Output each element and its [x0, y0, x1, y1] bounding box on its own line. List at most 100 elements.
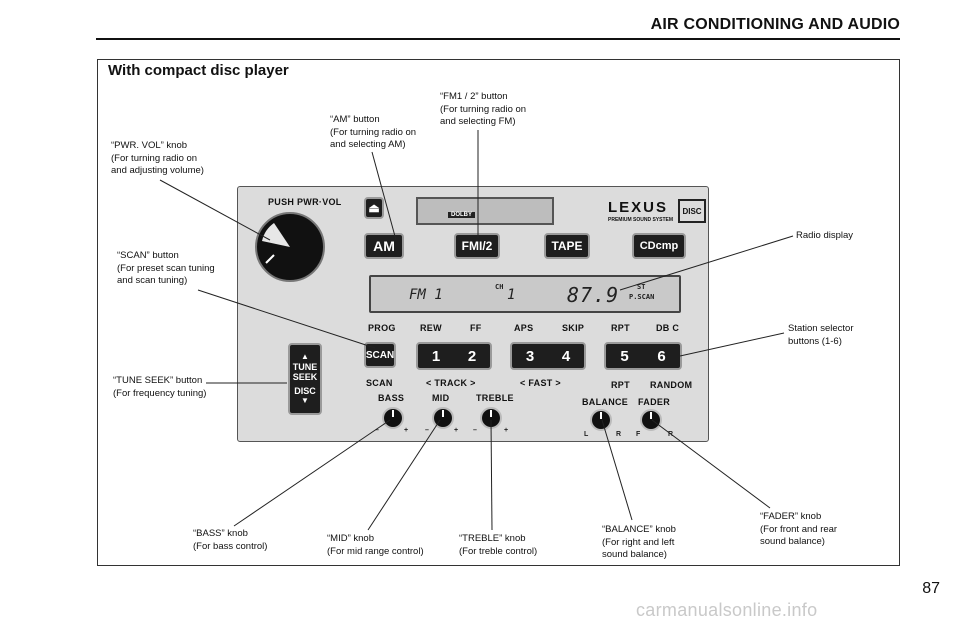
- push-pwr-vol-label: PUSH PWR·VOL: [268, 197, 342, 207]
- scan-button[interactable]: SCAN: [364, 342, 396, 368]
- treble-knob[interactable]: [480, 407, 502, 429]
- display-frequency: 87.9: [567, 283, 620, 307]
- callout-line: “SCAN” button: [117, 250, 179, 261]
- cd-button[interactable]: CDcmp: [632, 233, 686, 259]
- balance-r-mark: R: [616, 431, 622, 438]
- label-prog: PROG: [368, 323, 396, 333]
- callout-line: “MID” knob: [327, 533, 374, 544]
- mid-knob[interactable]: [432, 407, 454, 429]
- eject-button[interactable]: ⏏: [364, 197, 384, 219]
- callout-scan: “SCAN” button (For preset scan tuning an…: [117, 250, 215, 288]
- brand-subtitle: PREMIUM SOUND SYSTEM: [608, 217, 674, 223]
- radio-unit: PUSH PWR·VOL ⏏ DOLBY LEXUS PREMIUM SOUND…: [237, 186, 709, 442]
- fader-f-mark: F: [636, 431, 641, 438]
- eject-icon: ⏏: [368, 201, 380, 215]
- bass-minus-mark: –: [375, 427, 379, 434]
- label-random: RANDOM: [650, 380, 693, 390]
- callout-line: sound balance): [602, 549, 667, 560]
- tune-label: TUNE: [292, 362, 318, 372]
- callout-line: (For turning radio on: [330, 126, 417, 138]
- label-track: < TRACK >: [426, 378, 476, 388]
- callout-station-selector: Station selector buttons (1-6): [788, 323, 853, 348]
- callout-line: (For mid range control): [327, 545, 424, 557]
- watermark: carmanualsonline.info: [636, 600, 818, 620]
- label-bass: BASS: [378, 393, 405, 403]
- brand-logo: LEXUS: [608, 199, 669, 216]
- display-ch: 1: [507, 287, 516, 303]
- callout-line: “AM” button: [330, 114, 380, 125]
- callout-line: (For treble control): [459, 545, 538, 557]
- callout-line: (For front and rear: [760, 523, 838, 535]
- frame-title: With compact disc player: [108, 62, 289, 79]
- callout-tune-seek: “TUNE SEEK” button (For frequency tuning…: [113, 375, 206, 400]
- callout-radio-display: Radio display: [796, 230, 853, 243]
- label-fast: < FAST >: [520, 378, 561, 388]
- label-rpt-bottom: RPT: [611, 380, 630, 390]
- callout-line: Station selector: [788, 323, 854, 334]
- callout-fm: “FM1 / 2” button (For turning radio on a…: [440, 91, 526, 129]
- label-aps: APS: [514, 323, 534, 333]
- callout-line: (For turning radio on: [111, 152, 198, 164]
- tune-down-icon: ▼: [301, 396, 309, 405]
- preset-6-button[interactable]: 6: [657, 347, 666, 365]
- fm-button[interactable]: FMI/2: [454, 233, 500, 259]
- tape-button[interactable]: TAPE: [544, 233, 590, 259]
- bass-knob[interactable]: [382, 407, 404, 429]
- label-rpt-top: RPT: [611, 323, 630, 333]
- label-scan-bottom: SCAN: [366, 378, 393, 388]
- label-rew: REW: [420, 323, 442, 333]
- section-title: AIR CONDITIONING AND AUDIO: [650, 16, 900, 33]
- disc-badge: DISC: [678, 199, 706, 223]
- radio-display: FM 1 CH 1 87.9 ST P.SCAN: [369, 275, 681, 313]
- treble-minus-mark: –: [473, 427, 477, 434]
- callout-bass: “BASS” knob (For bass control): [193, 528, 267, 553]
- preset-2-button[interactable]: 2: [467, 347, 477, 365]
- disc-label: DISC: [294, 386, 316, 396]
- label-fader: FADER: [638, 397, 671, 407]
- label-treble: TREBLE: [476, 393, 514, 403]
- pwr-vol-knob[interactable]: [254, 211, 326, 283]
- display-pscan: P.SCAN: [629, 293, 655, 301]
- mid-minus-mark: –: [425, 427, 429, 434]
- callout-line: “TREBLE” knob: [459, 533, 526, 544]
- header-rule: [96, 38, 900, 40]
- tape-door: DOLBY: [416, 197, 554, 225]
- am-button[interactable]: AM: [364, 233, 404, 259]
- fader-r-mark: R: [668, 431, 674, 438]
- callout-line: and scan tuning): [117, 275, 188, 286]
- preset-3-button[interactable]: 3: [525, 347, 535, 365]
- label-balance: BALANCE: [582, 397, 629, 407]
- callout-treble: “TREBLE” knob (For treble control): [459, 533, 537, 558]
- tune-seek-button[interactable]: ▲ TUNE SEEK DISC ▼: [288, 343, 322, 415]
- display-ch-label: CH: [495, 283, 504, 291]
- balance-l-mark: L: [584, 431, 589, 438]
- label-dbc: DB C: [656, 323, 680, 333]
- label-ff: FF: [470, 323, 482, 333]
- callout-pwr-vol: “PWR. VOL” knob (For turning radio on an…: [111, 140, 204, 178]
- callout-line: sound balance): [760, 536, 825, 547]
- tune-up-icon: ▲: [301, 352, 309, 361]
- preset-4-button[interactable]: 4: [561, 347, 571, 365]
- preset-1-button[interactable]: 1: [431, 347, 441, 365]
- callout-line: “BASS” knob: [193, 528, 248, 539]
- preset-pair-3-4: 3 4: [510, 342, 586, 370]
- balance-knob[interactable]: [590, 409, 612, 431]
- preset-pair-1-2: 1 2: [416, 342, 492, 370]
- preset-5-button[interactable]: 5: [620, 347, 629, 365]
- callout-am: “AM” button (For turning radio on and se…: [330, 114, 416, 152]
- callout-line: “FADER” knob: [760, 511, 822, 522]
- callout-line: (For preset scan tuning: [117, 262, 215, 274]
- callout-mid: “MID” knob (For mid range control): [327, 533, 424, 558]
- callout-line: “TUNE SEEK” button: [113, 375, 203, 386]
- callout-line: (For right and left: [602, 536, 675, 548]
- callout-line: “BALANCE” knob: [602, 524, 676, 535]
- fader-knob[interactable]: [640, 409, 662, 431]
- page-number: 87: [922, 580, 940, 597]
- callout-line: Radio display: [796, 230, 854, 241]
- callout-line: and selecting FM): [440, 116, 516, 127]
- callout-line: (For frequency tuning): [113, 387, 207, 399]
- treble-plus-mark: +: [504, 427, 509, 434]
- display-band: FM 1: [409, 287, 443, 303]
- dolby-label: DOLBY: [448, 212, 475, 218]
- callout-line: “FM1 / 2” button: [440, 91, 508, 102]
